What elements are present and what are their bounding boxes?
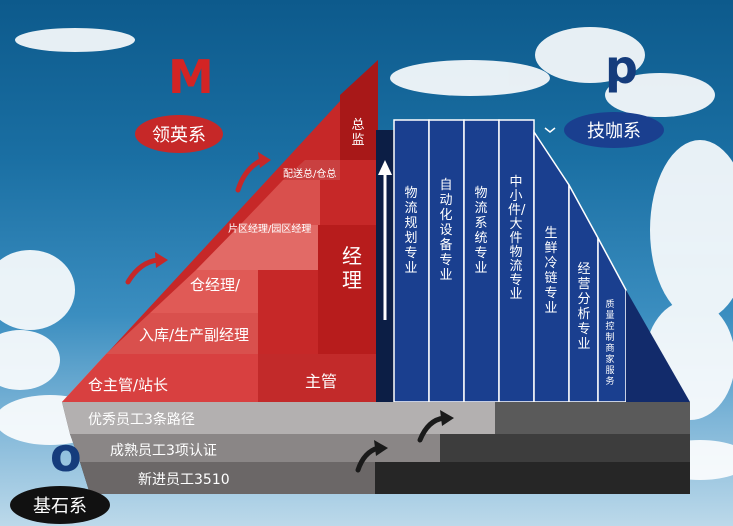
label-supervisor-station: 仓主管/站长	[88, 376, 169, 394]
label-area-manager: 片区经理/园区经理	[228, 224, 312, 235]
label-mature-employee: 成熟员工3项认证	[110, 443, 217, 459]
letter-p: p	[605, 40, 638, 94]
specialist-quality-service: 质量控制商家服务	[605, 300, 615, 387]
specialist-automation: 自动化设备专业	[439, 178, 453, 283]
up-arrow-head	[378, 160, 392, 175]
o-system-label: 基石系	[10, 486, 110, 524]
specialist-logistics-planning: 物流规划专业	[404, 186, 418, 276]
label-director: 总监	[351, 118, 365, 148]
label-warehouse-manager: 仓经理/	[190, 276, 241, 294]
blue-columns	[393, 119, 690, 403]
p-system-label: 技咖系	[564, 112, 664, 148]
specialist-cold-chain: 生鲜冷链专业	[544, 226, 558, 316]
label-manager: 经理	[342, 244, 362, 292]
label-inbound-manager: 入库/生产副经理	[139, 326, 250, 344]
m-system-label: 领英系	[135, 115, 223, 153]
specialist-small-large-parcel: 中小件/大件物流专业	[508, 175, 526, 302]
cloud-shapes	[0, 27, 733, 480]
label-distribution-director: 配送总/仓总	[283, 169, 337, 180]
label-excellent-employee: 优秀员工3条路径	[88, 412, 195, 428]
label-supervisor: 主管	[305, 372, 338, 391]
specialist-logistics-system: 物流系统专业	[474, 186, 488, 276]
letter-m: M	[168, 50, 214, 104]
red-pyramid	[62, 60, 378, 402]
label-new-employee: 新进员工3510	[138, 472, 230, 488]
letter-o: o	[50, 428, 82, 482]
specialist-business-analysis: 经营分析专业	[577, 262, 591, 352]
